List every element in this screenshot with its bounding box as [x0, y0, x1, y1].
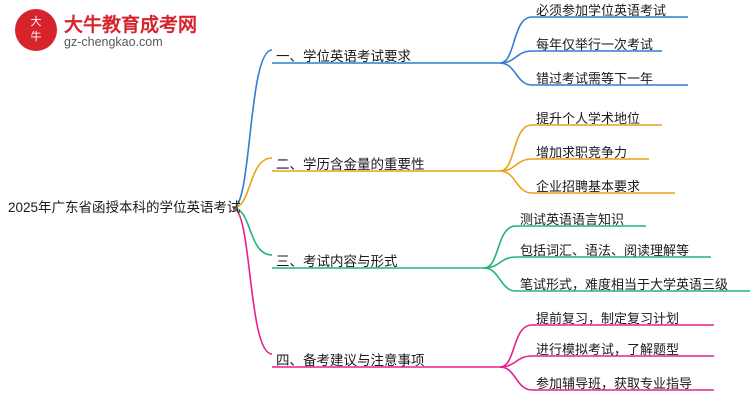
svg-text:大: 大: [31, 14, 42, 28]
site-logo[interactable]: 大 牛 大牛教育成考网 gz-chengkao.com: [14, 8, 202, 54]
leaf-node-3-2[interactable]: 包括词汇、语法、阅读理解等: [520, 243, 690, 258]
branch-node-3[interactable]: 三、考试内容与形式: [276, 254, 398, 269]
leaf-node-3-1[interactable]: 测试英语语言知识: [520, 212, 625, 227]
leaf-node-2-3[interactable]: 企业招聘基本要求: [536, 179, 641, 194]
leaf-node-1-2[interactable]: 每年仅举行一次考试: [536, 37, 654, 52]
mindmap-root-node[interactable]: 2025年广东省函授本科的学位英语考试: [8, 200, 241, 215]
leaf-node-2-2[interactable]: 增加求职竞争力: [536, 145, 628, 160]
leaf-node-2-1[interactable]: 提升个人学术地位: [536, 111, 641, 126]
leaf-node-4-2[interactable]: 进行模拟考试，了解题型: [536, 342, 680, 357]
branch-node-4[interactable]: 四、备考建议与注意事项: [276, 353, 425, 368]
logo-subtitle: gz-chengkao.com: [64, 35, 163, 49]
leaf-node-1-1[interactable]: 必须参加学位英语考试: [536, 3, 667, 18]
leaf-node-3-3[interactable]: 笔试形式，难度相当于大学英语三级: [520, 277, 729, 292]
logo-title: 大牛教育成考网: [64, 15, 198, 36]
leaf-node-4-3[interactable]: 参加辅导班，获取专业指导: [536, 376, 693, 391]
leaf-node-4-1[interactable]: 提前复习，制定复习计划: [536, 311, 680, 326]
leaf-node-1-3[interactable]: 错过考试需等下一年: [536, 71, 654, 86]
svg-text:牛: 牛: [31, 29, 42, 43]
branch-node-1[interactable]: 一、学位英语考试要求: [276, 49, 411, 64]
bull-logo-icon: 大 牛: [15, 9, 57, 51]
branch-node-2[interactable]: 二、学历含金量的重要性: [276, 157, 425, 172]
